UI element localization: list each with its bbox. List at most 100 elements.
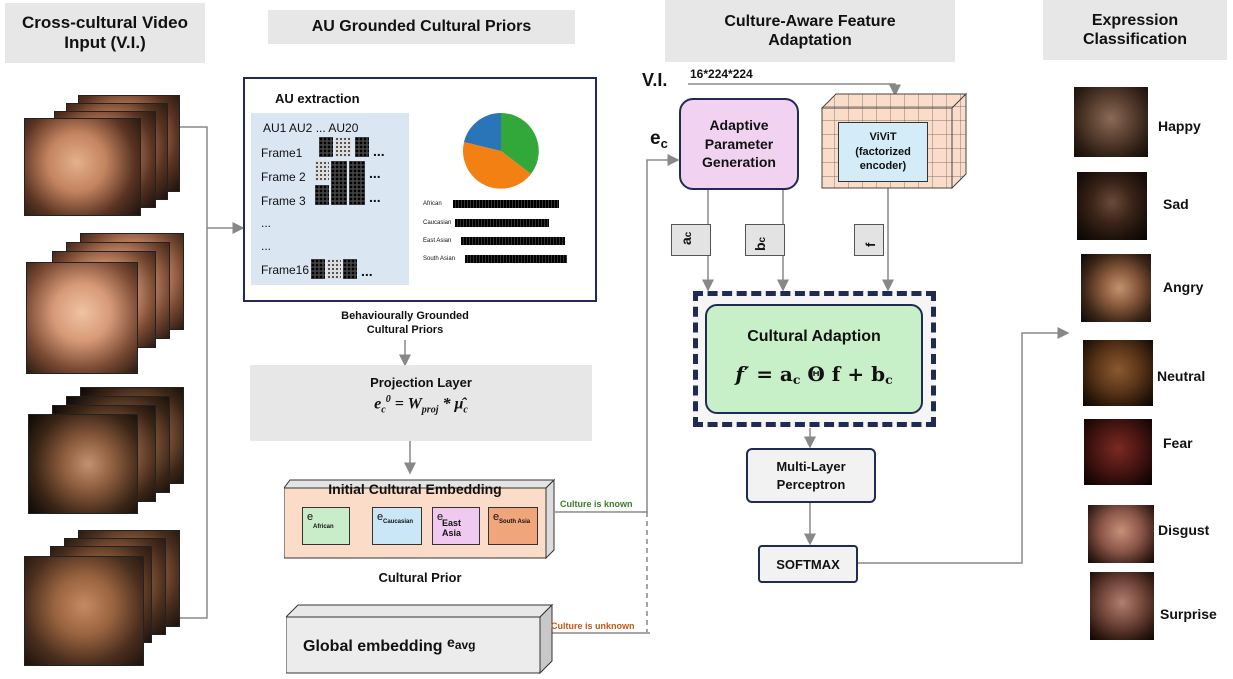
param-bc-text: bc xyxy=(752,237,768,251)
emotion-image xyxy=(1077,172,1147,240)
adaptive-parameter-text: Adaptive Parameter Generation xyxy=(702,116,776,171)
au-block xyxy=(355,137,369,157)
culture-known-label: Culture is known xyxy=(560,499,633,509)
frame-label: Frame 2 xyxy=(261,170,306,184)
e-label: e xyxy=(307,511,314,523)
au-block xyxy=(319,137,333,157)
frame-label: ... xyxy=(261,239,272,253)
cultural-adaption-block: Cultural Adaption f′ = ac Θ f + bc xyxy=(705,304,923,414)
ec-label: ec xyxy=(650,128,668,151)
header-priors: AU Grounded Cultural Priors xyxy=(268,10,575,44)
bar-label: East Asian xyxy=(423,238,452,244)
softmax-text: SOFTMAX xyxy=(776,556,840,572)
emotion-image xyxy=(1084,419,1152,485)
bar-label: Caucasian xyxy=(423,220,452,226)
au-extraction-title: AU extraction xyxy=(275,91,360,106)
header-priors-text: AU Grounded Cultural Priors xyxy=(311,18,532,36)
header-adaptation-text: Culture-Aware Feature Adaptation xyxy=(724,12,896,49)
initial-embedding-title: Initial Cultural Embedding xyxy=(328,481,502,497)
bar-label: African xyxy=(423,201,442,207)
param-f: f xyxy=(854,224,884,256)
emotion-label: Sad xyxy=(1163,196,1189,212)
param-bc-b: b xyxy=(752,242,768,251)
frame-image xyxy=(28,414,138,514)
au-header: AU1 AU2 ... AU20 xyxy=(263,121,359,135)
adaptive-parameter-block: Adaptive Parameter Generation xyxy=(679,98,799,190)
vi-dims: 16*224*224 xyxy=(690,67,753,81)
cultural-adaption-title: Cultural Adaption xyxy=(747,328,881,345)
au-block xyxy=(315,161,329,181)
frame-label: Frame1 xyxy=(261,146,303,160)
vivit-text: ViViT (factorized encoder) xyxy=(855,130,911,173)
param-f-text: f xyxy=(863,243,878,247)
ellipsis: ... xyxy=(369,165,381,181)
embedding-sub: East Asia xyxy=(442,518,462,538)
emotion-image xyxy=(1090,572,1154,640)
frame-label: Frame16 xyxy=(261,263,310,277)
au-extraction-panel: AU extraction AU1 AU2 ... AU20 Frame1 Fr… xyxy=(243,77,597,302)
param-f-f: f xyxy=(863,242,878,247)
mlp-block: Multi-Layer Perceptron xyxy=(746,448,876,503)
bar xyxy=(465,255,567,263)
bar-label: South Asian xyxy=(423,256,456,262)
emotion-image xyxy=(1088,505,1154,563)
global-embedding-label: Global embedding eavg xyxy=(303,634,476,656)
frame-label: Frame 3 xyxy=(261,194,306,208)
ec-sub: c xyxy=(660,136,668,151)
au-block xyxy=(335,137,351,157)
priors-caption: Behaviourally Grounded Cultural Priors xyxy=(341,310,469,337)
frame-image xyxy=(26,262,138,374)
au-block xyxy=(315,185,329,205)
global-embedding-sub: avg xyxy=(454,638,476,652)
param-ac-a: a xyxy=(678,237,694,245)
ellipsis: ... xyxy=(369,189,381,205)
mlp-text: Multi-Layer Perceptron xyxy=(776,458,846,492)
ec-e: e xyxy=(650,128,661,149)
bar xyxy=(453,200,559,208)
au-block xyxy=(331,161,347,205)
e-label: e xyxy=(377,511,384,523)
au-block xyxy=(343,259,357,279)
ellipsis: ... xyxy=(373,143,385,159)
param-ac: ac xyxy=(671,224,711,256)
emotion-label: Fear xyxy=(1163,435,1193,451)
param-ac-text: ac xyxy=(678,232,694,245)
emotion-label: Disgust xyxy=(1158,522,1210,538)
bar xyxy=(461,237,565,245)
au-block xyxy=(349,161,365,205)
cultural-adaption-formula: f′ = ac Θ f + bc xyxy=(735,362,893,388)
projection-layer: Projection Layer ec0 = Wproj * μ̂c xyxy=(250,365,592,441)
embedding-sub: African xyxy=(313,524,334,530)
vivit-inner: ViViT (factorized encoder) xyxy=(838,122,928,182)
embedding-sub: South Asia xyxy=(499,519,531,525)
param-ac-sub: c xyxy=(683,231,694,238)
header-adaptation: Culture-Aware Feature Adaptation xyxy=(665,0,955,62)
frame-image xyxy=(24,556,144,666)
global-embedding-box xyxy=(286,604,554,675)
vi-label: V.I. xyxy=(642,70,668,90)
emotion-label: Neutral xyxy=(1157,368,1206,384)
emotion-label: Surprise xyxy=(1160,606,1217,622)
au-block xyxy=(327,259,341,279)
global-embedding-e: e xyxy=(447,634,455,650)
emotion-image xyxy=(1081,254,1151,322)
projection-formula: ec0 = Wproj * μ̂c xyxy=(374,394,468,416)
e-label: e xyxy=(437,511,444,523)
embedding-sub: Caucasian xyxy=(383,519,414,525)
au-grid: AU1 AU2 ... AU20 Frame1 Frame 2 Frame 3 … xyxy=(251,113,409,285)
ellipsis: ... xyxy=(361,263,373,279)
emotion-label: Angry xyxy=(1163,279,1204,295)
header-classification-text: Expression Classification xyxy=(1082,11,1188,48)
emotion-image xyxy=(1074,87,1148,157)
au-pie-chart xyxy=(462,112,539,189)
header-input-text: Cross-cultural Video Input (V.I.) xyxy=(22,12,188,52)
param-bc: bc xyxy=(745,224,785,256)
emotion-label: Happy xyxy=(1158,118,1201,134)
e-label: e xyxy=(493,511,500,523)
param-bc-sub: c xyxy=(757,236,768,243)
projection-title: Projection Layer xyxy=(370,375,472,390)
